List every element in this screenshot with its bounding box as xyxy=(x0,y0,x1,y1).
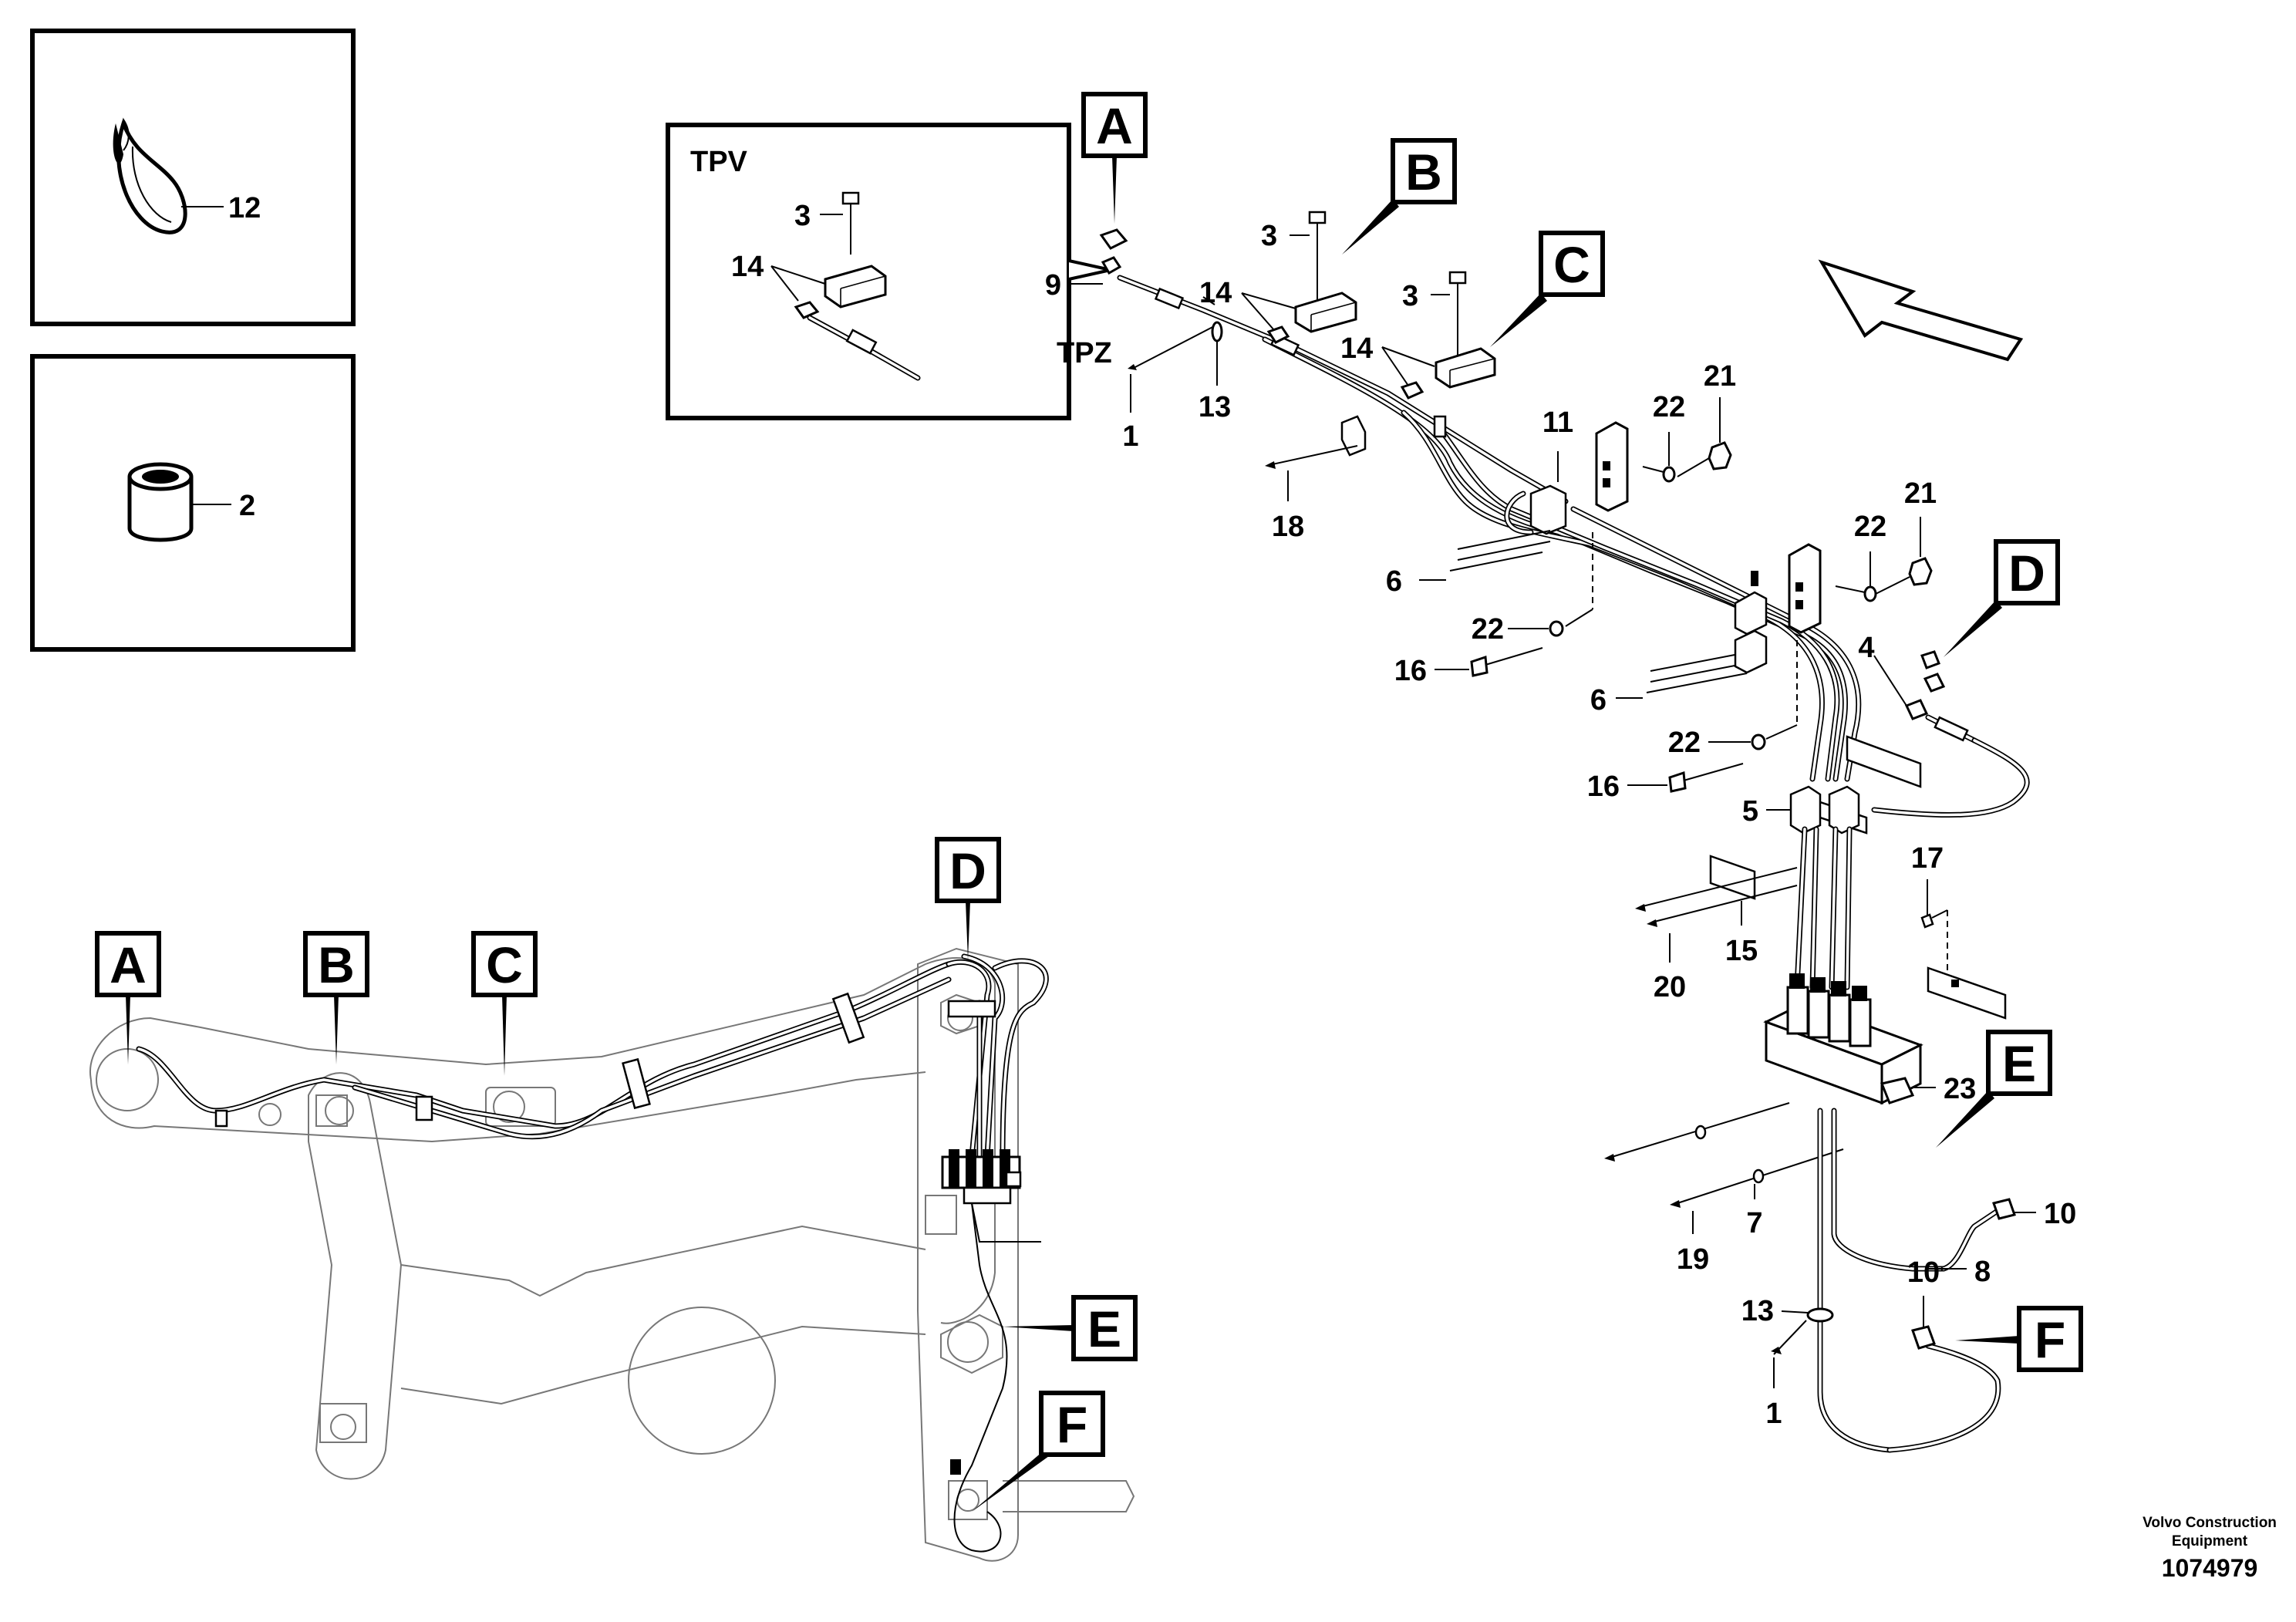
callout-c-overview-label: C xyxy=(486,936,523,993)
part-number-22-mid: 22 xyxy=(1472,613,1504,646)
part-number-7: 7 xyxy=(1746,1207,1762,1239)
part-number-16-low: 16 xyxy=(1587,771,1620,803)
callout-d-overview-label: D xyxy=(949,842,986,899)
part-number-1-low: 1 xyxy=(1765,1398,1782,1430)
direction-arrow-icon xyxy=(1818,259,2024,362)
callout-b-overview-label: B xyxy=(318,936,355,993)
part-number-18: 18 xyxy=(1272,511,1304,543)
valve-block-icon xyxy=(1763,973,1923,1105)
callout-f-overview: F xyxy=(972,1391,1105,1512)
part-number-14-inset: 14 xyxy=(731,251,764,283)
part-number-10-upper: 10 xyxy=(2044,1198,2076,1230)
callout-b-overview: B xyxy=(303,931,369,1064)
callout-f-right-label: F xyxy=(2035,1311,2065,1368)
part-number-20: 20 xyxy=(1654,971,1686,1003)
callout-a-overview-label: A xyxy=(110,936,147,993)
part-number-16-top: 16 xyxy=(1394,655,1427,687)
part-number-3-inset: 3 xyxy=(794,200,811,232)
part-number-17: 17 xyxy=(1911,842,1944,875)
boom-overview xyxy=(89,947,1135,1562)
callout-e-right: E xyxy=(1936,1030,2052,1148)
callout-e-right-label: E xyxy=(2002,1035,2036,1092)
detail-box-bushing: 2 xyxy=(30,354,356,652)
document-number: 1074979 xyxy=(2162,1554,2258,1582)
part-number-13-top: 13 xyxy=(1199,391,1231,423)
callout-a-top-label: A xyxy=(1096,97,1133,154)
part-number-3-right: 3 xyxy=(1402,280,1418,312)
part-number-22-right: 22 xyxy=(1854,511,1886,543)
callout-c-top: C xyxy=(1490,231,1605,347)
part-number-14-mid: 14 xyxy=(1199,277,1232,309)
tpv-inset: TPV 3 14 xyxy=(666,123,1111,420)
part-number-12: 12 xyxy=(228,192,261,224)
cable-tie-icon xyxy=(113,117,187,234)
part-number-1-top: 1 xyxy=(1122,420,1138,453)
part-number-5: 5 xyxy=(1742,795,1758,828)
callout-d-right: D xyxy=(1944,539,2060,657)
tpv-label: TPV xyxy=(690,146,748,178)
part-number-10-lower: 10 xyxy=(1907,1256,1940,1289)
callout-f-right: F xyxy=(1955,1306,2083,1372)
part-number-3-mid: 3 xyxy=(1261,220,1277,252)
bushing-icon xyxy=(127,462,194,542)
part-number-15: 15 xyxy=(1725,935,1758,967)
callout-b-top: B xyxy=(1342,138,1457,255)
part-number-2: 2 xyxy=(239,490,255,522)
part-number-19: 19 xyxy=(1677,1243,1709,1276)
tpz-label: TPZ xyxy=(1057,337,1112,369)
brand-line-1: Volvo Construction xyxy=(2143,1515,2277,1531)
brand-line-2: Equipment xyxy=(2172,1533,2248,1549)
part-number-21-right: 21 xyxy=(1904,477,1937,510)
bolt-icon xyxy=(841,191,860,255)
callout-d-right-label: D xyxy=(2008,545,2045,602)
callout-a-overview: A xyxy=(95,931,161,1064)
part-number-22-top: 22 xyxy=(1653,391,1685,423)
part-number-14-right: 14 xyxy=(1340,332,1373,365)
callout-c-overview: C xyxy=(471,931,538,1076)
exploded-hose-assembly: 9 1 TPZ 13 3 xyxy=(1045,211,2083,1453)
part-number-11: 11 xyxy=(1542,406,1573,439)
callout-d-overview: D xyxy=(935,837,1001,960)
part-number-22-low: 22 xyxy=(1668,727,1701,759)
part-number-9: 9 xyxy=(1045,269,1061,302)
callout-f-overview-label: F xyxy=(1057,1396,1087,1453)
callout-b-top-label: B xyxy=(1405,143,1442,201)
callout-c-top-label: C xyxy=(1553,236,1590,293)
part-number-23: 23 xyxy=(1944,1073,1976,1105)
part-number-6-right: 6 xyxy=(1590,684,1607,717)
part-number-13-low: 13 xyxy=(1741,1295,1774,1327)
part-number-4: 4 xyxy=(1858,632,1874,664)
part-number-8: 8 xyxy=(1974,1256,1991,1288)
detail-box-cable-tie: 12 xyxy=(30,29,356,326)
callout-a-top: A xyxy=(1081,92,1148,224)
part-number-21-top: 21 xyxy=(1704,360,1736,393)
part-number-6-top: 6 xyxy=(1386,565,1402,598)
callout-e-overview-label: E xyxy=(1087,1300,1121,1357)
brand-block: Volvo Construction Equipment 1074979 xyxy=(2143,1515,2277,1582)
callout-e-overview: E xyxy=(1003,1295,1138,1361)
